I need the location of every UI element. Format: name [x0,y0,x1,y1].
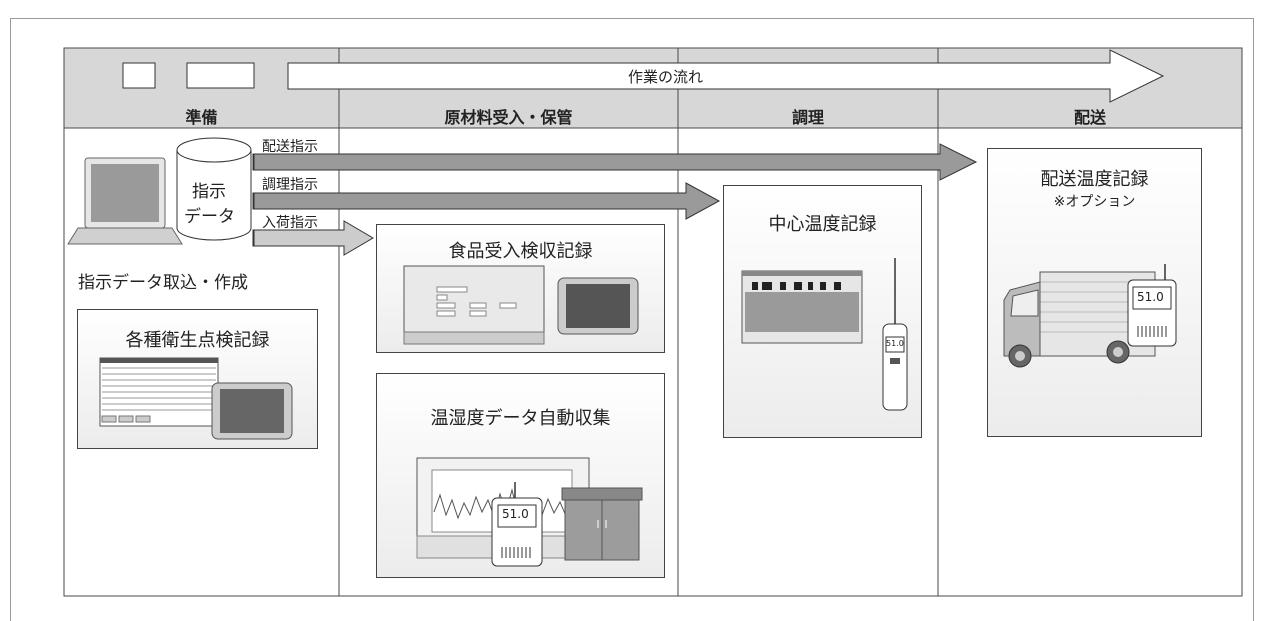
laptop-icon [67,157,183,245]
tablet-icon [557,277,639,335]
arrival-instruction-label: 入荷指示 [262,215,318,231]
cooking-instruction-label: 調理指示 [262,177,318,193]
probe-readout: 51.0 [886,339,904,348]
flow-label: 作業の流れ [628,68,704,86]
inspection-record-title: 食品受入検収記録 [448,241,593,262]
phase-receiving: 原材料受入・保管 [444,108,573,127]
humidity-collection-title: 温湿度データ自動収集 [430,408,611,429]
sensor-icon [1127,264,1177,347]
delivery-temp-record-title: 配送温度記録 [1040,169,1149,190]
thermometer-probe-icon [882,258,908,411]
hygiene-record-title: 各種衛生点検記録 [125,330,270,351]
database-icon [176,137,252,241]
phase-delivery: 配送 [1073,108,1106,127]
storage-cabinet-icon [561,487,643,561]
humidity-sensor-readout: 51.0 [502,507,529,521]
import-label: 指示データ取込・作成 [78,273,248,293]
truck-icon [1003,271,1156,368]
tablet-icon [211,382,293,440]
phase-prep: 準備 [185,108,218,127]
delivery-instruction-label: 配送指示 [262,139,318,155]
delivery-option-note: ※オプション [1053,194,1136,210]
core-temp-record-title: 中心温度記録 [768,214,877,235]
outer-frame [10,18,1254,621]
phase-cooking: 調理 [791,108,824,127]
database-label-1: 指示 [192,182,226,202]
database-label-2: データ [184,207,235,227]
truck-sensor-readout: 51.0 [1137,290,1164,304]
sensor-icon [491,482,543,567]
